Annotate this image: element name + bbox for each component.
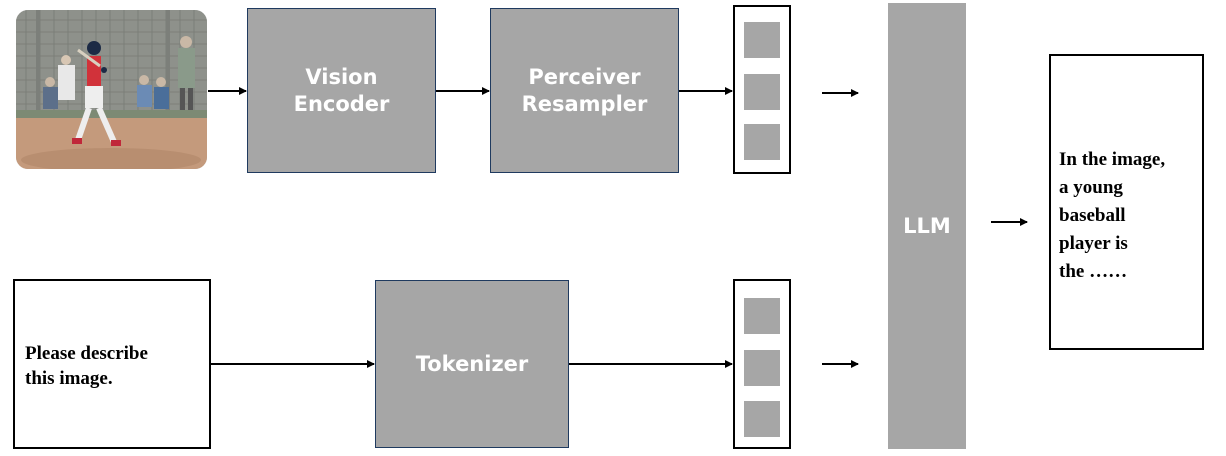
prompt-text-box: Please describe this image.	[13, 279, 211, 449]
llm-block: LLM	[888, 3, 966, 449]
tokenizer-label: Tokenizer	[415, 351, 529, 376]
output-text: In the image, a young baseball player is…	[1059, 149, 1166, 282]
text-token	[744, 401, 780, 437]
text-token	[744, 298, 780, 334]
tokenizer-block: Tokenizer	[375, 280, 569, 448]
output-text-box: In the image, a young baseball player is…	[1049, 54, 1204, 350]
input-image	[16, 10, 207, 169]
visual-token	[744, 74, 780, 110]
vision-encoder-block: Vision Encoder	[247, 8, 436, 173]
perceiver-resampler-block: Perceiver Resampler	[490, 8, 679, 173]
perceiver-resampler-label: Perceiver Resampler	[521, 64, 648, 116]
baseball-photo-illustration	[16, 10, 207, 169]
visual-token	[744, 124, 780, 160]
text-token-stack	[733, 279, 791, 449]
text-token	[744, 350, 780, 386]
visual-token	[744, 22, 780, 58]
vision-encoder-label: Vision Encoder	[293, 64, 390, 116]
llm-label: LLM	[903, 214, 951, 238]
visual-token-stack	[733, 5, 791, 174]
prompt-text: Please describe this image.	[25, 343, 148, 389]
